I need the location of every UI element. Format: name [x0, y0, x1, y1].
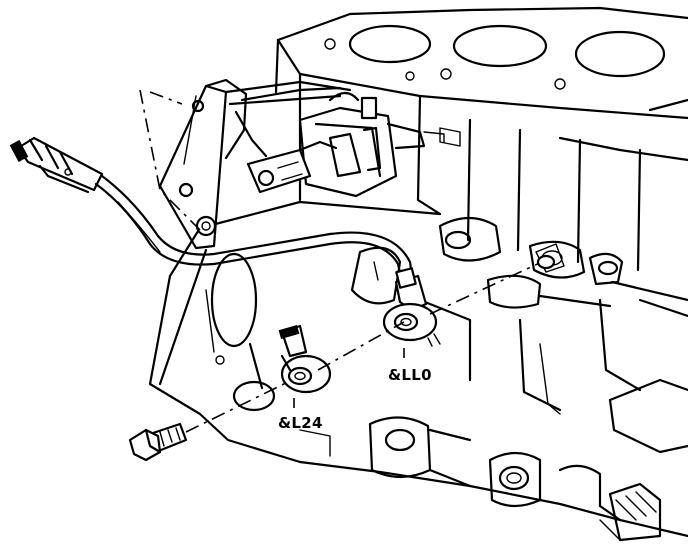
callout-upper-sensor: &LL0: [388, 366, 432, 384]
knock-sensor-lower: [278, 324, 332, 394]
callout-lower-sensor: &L24: [278, 414, 323, 432]
wire-harness: [9, 136, 416, 292]
engine-block: [148, 6, 688, 542]
knock-sensor-upper: [382, 267, 441, 347]
mounting-bolt: [128, 422, 188, 462]
sensor-module: [234, 86, 445, 198]
alignment-lines: [185, 243, 565, 433]
